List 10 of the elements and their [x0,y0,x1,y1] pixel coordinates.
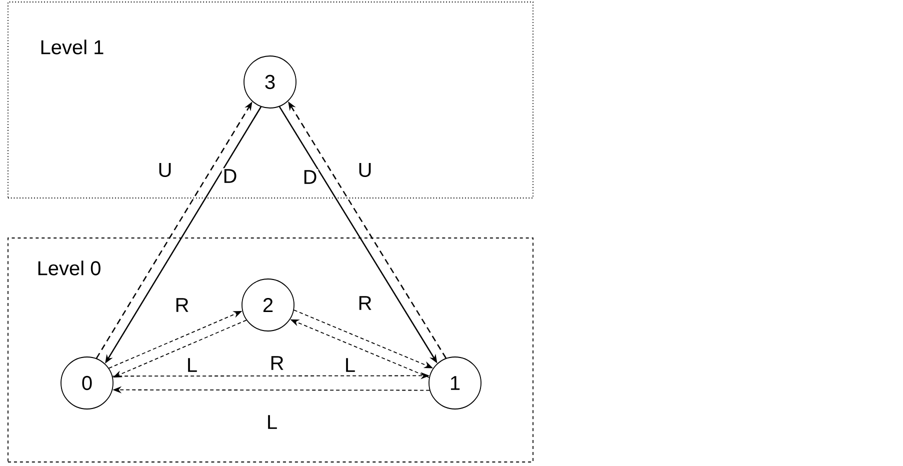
edge-label: D [302,169,318,185]
edge-label: L [265,414,279,430]
edge-label: R [356,295,374,311]
edge-label: R [268,355,286,371]
edge-label: L [185,357,199,373]
edge-label: U [156,162,174,178]
edge-label: R [174,297,190,313]
edge-label: L [343,357,357,373]
edge-label: U [356,162,374,178]
edge-label: D [222,168,238,184]
